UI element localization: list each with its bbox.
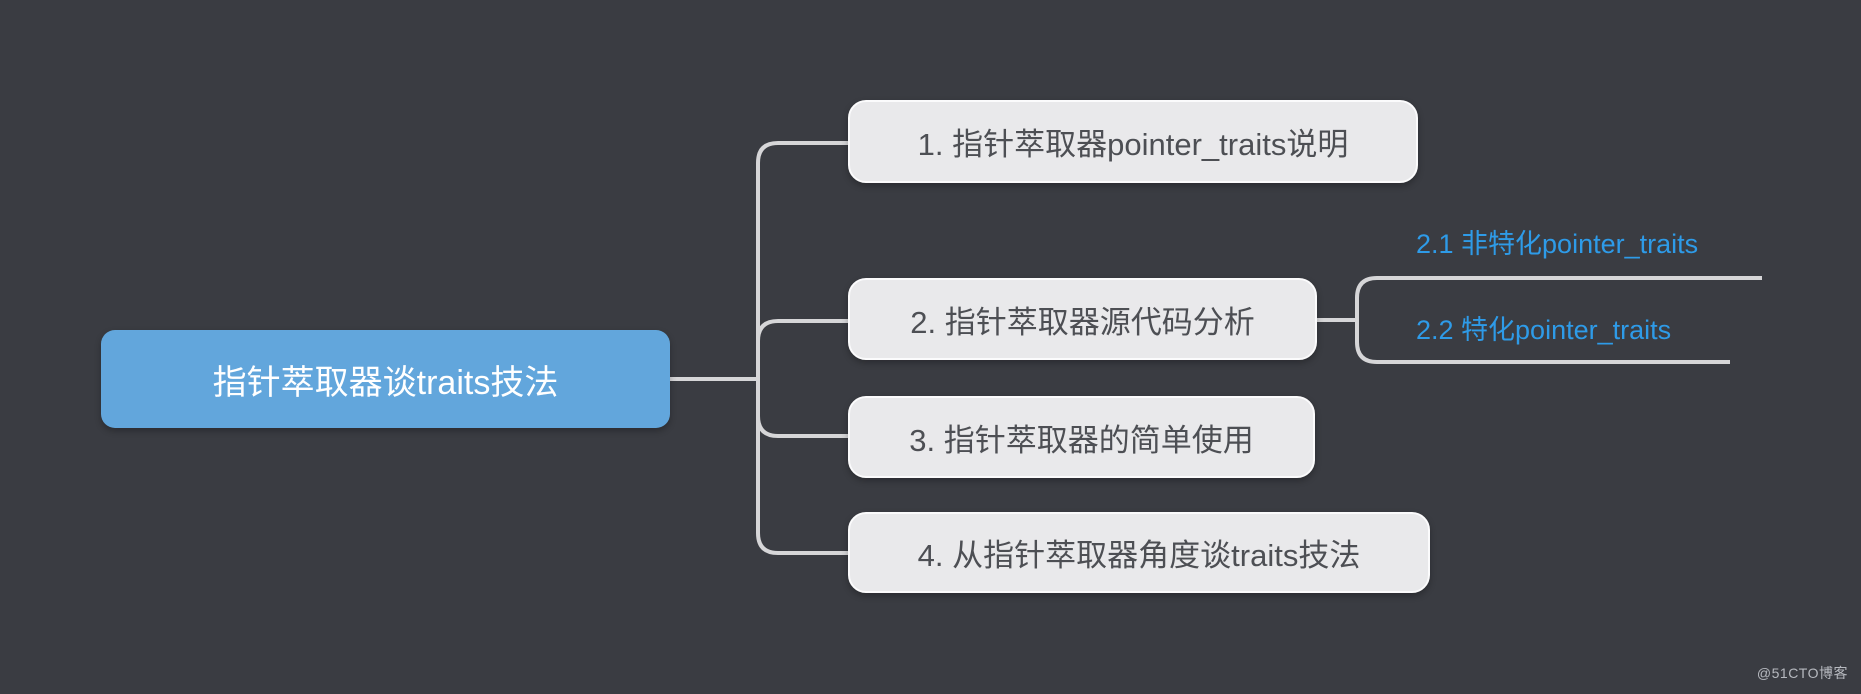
subtopic-2-2-specialized[interactable]: 2.2 特化pointer_traits — [1416, 315, 1672, 345]
watermark: @51CTO博客 — [1756, 665, 1848, 681]
topic-3-simple-usage[interactable]: 3. 指针萃取器的简单使用 — [848, 396, 1315, 478]
connector-subtopics-bracket — [1355, 276, 1762, 364]
topic-4-traits-technique[interactable]: 4. 从指针萃取器角度谈traits技法 — [848, 512, 1430, 593]
topic-2-source-analysis[interactable]: 2. 指针萃取器源代码分析 — [848, 278, 1317, 360]
subtopic-2-1-non-specialized[interactable]: 2.1 非特化pointer_traits — [1416, 229, 1699, 259]
topic-1-pointer-traits-intro[interactable]: 1. 指针萃取器pointer_traits说明 — [848, 100, 1418, 183]
root-topic[interactable]: 指针萃取器谈traits技法 — [101, 330, 670, 428]
connector-branch-outer — [756, 141, 848, 555]
connector-branch-inner — [756, 319, 848, 438]
